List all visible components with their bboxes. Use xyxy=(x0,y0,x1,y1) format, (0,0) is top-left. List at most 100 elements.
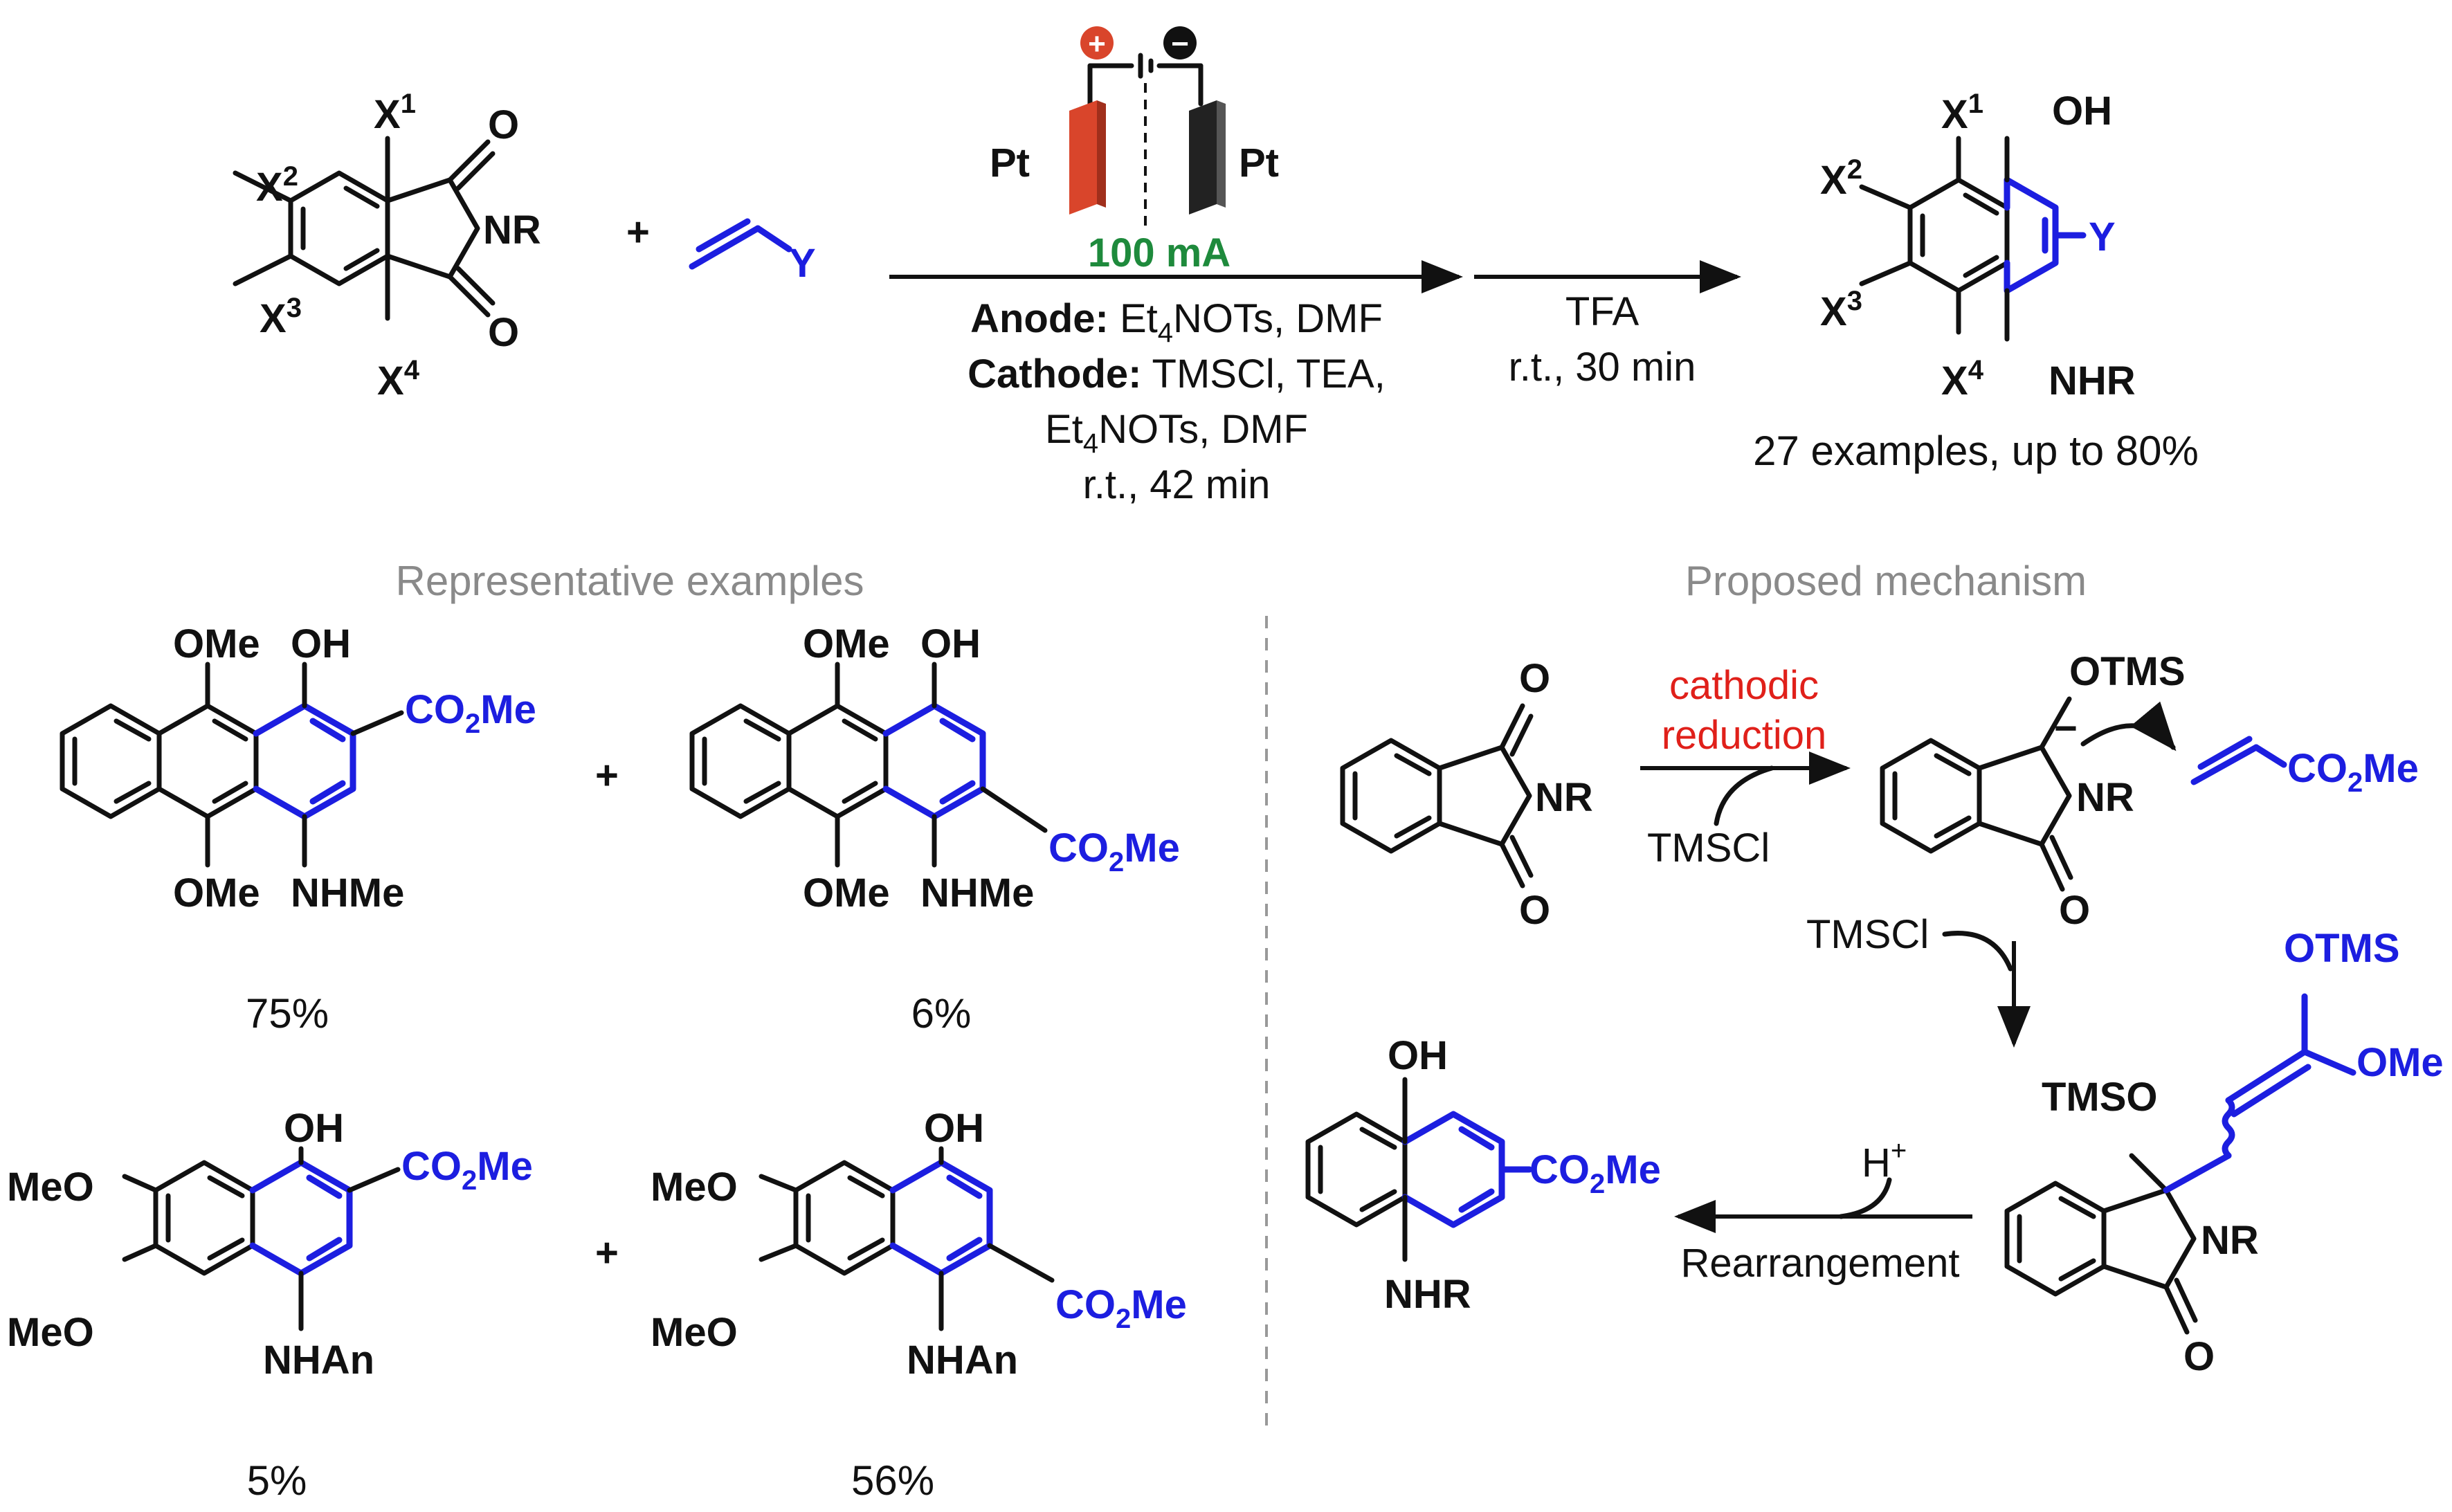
ex3-ester: CO2Me xyxy=(401,1144,533,1196)
ex1-ester: CO2Me xyxy=(405,687,536,739)
ex1-oh: OH xyxy=(291,621,351,666)
product-y-label: Y xyxy=(2089,215,2116,259)
mechanism-adduct: TMSO NR O OTMS OMe xyxy=(2004,926,2444,1379)
carbonyl-o-bottom: O xyxy=(488,310,519,355)
product-x3-label: X3 xyxy=(1820,286,1862,334)
mechanism-acrylate: CO2Me xyxy=(2190,736,2419,798)
mech-step1-reagent: TMSCl xyxy=(1647,826,1770,871)
product-summary: 27 examples, up to 80% xyxy=(1753,428,2199,474)
product-naphthol: X1 X2 X3 X4 OH NHR Y 27 examples, up to … xyxy=(1753,89,2199,474)
ex2-oh: OH xyxy=(920,621,981,666)
svg-text:TFA: TFA xyxy=(1565,289,1640,334)
ex1-nhme: NHMe xyxy=(291,871,404,916)
svg-text:Cathode: TMSCl, TEA,: Cathode: TMSCl, TEA, xyxy=(968,352,1386,397)
example-1: OMe OH CO2Me OMe NHMe 75% xyxy=(60,621,536,1037)
ex1-yield: 75% xyxy=(246,990,329,1037)
anode-metal-label: Pt xyxy=(990,140,1030,185)
ex3-oh: OH xyxy=(284,1106,344,1151)
ex4-nhan: NHAn xyxy=(907,1338,1018,1383)
mech-adduct-tmso: TMSO xyxy=(2042,1075,2158,1120)
cathode-metal-label: Pt xyxy=(1239,140,1279,185)
step1-conditions: Anode: Et4NOTs, DMF Cathode: TMSCl, TEA,… xyxy=(968,296,1386,507)
x1-label: X1 xyxy=(374,89,416,137)
mech-radical-nr: NR xyxy=(2076,775,2134,820)
mech-radical-o: O xyxy=(2059,888,2090,933)
alkene-y-label: Y xyxy=(789,241,816,286)
mech-step2-reagent: TMSCl xyxy=(1806,912,1929,957)
mech-start-o-bottom: O xyxy=(1519,888,1550,933)
svg-text:r.t., 30 min: r.t., 30 min xyxy=(1509,345,1696,390)
anode-electrode xyxy=(1069,100,1097,215)
svg-text:Et4NOTs, DMF: Et4NOTs, DMF xyxy=(1045,407,1308,459)
svg-text:Anode: Et4NOTs, DMF: Anode: Et4NOTs, DMF xyxy=(970,296,1383,348)
mech-start-nr: NR xyxy=(1535,775,1593,820)
mechanism-final-product: OH CO2Me NHR xyxy=(1305,1033,1661,1317)
mech-adduct-o: O xyxy=(2183,1334,2215,1379)
ex4-ester: CO2Me xyxy=(1055,1282,1187,1334)
product-x2-label: X2 xyxy=(1820,154,1862,203)
svg-text:r.t., 42 min: r.t., 42 min xyxy=(1083,462,1271,507)
mech-adduct-otms: OTMS xyxy=(2284,926,2400,971)
mech-start-o-top: O xyxy=(1519,656,1550,701)
mech-final-ester: CO2Me xyxy=(1529,1147,1661,1199)
ex2-nhme: NHMe xyxy=(920,871,1034,916)
anode-plus-icon xyxy=(1080,26,1114,60)
step2-conditions: TFA r.t., 30 min xyxy=(1509,289,1696,390)
example-4: MeO MeO OH CO2Me NHAn 56% xyxy=(651,1106,1187,1504)
cathode-electrode xyxy=(1189,100,1217,215)
mech-step3-reagent: H+ xyxy=(1862,1136,1907,1185)
cathode-minus-sign: − xyxy=(1171,27,1189,61)
alkene-reagent: Y xyxy=(689,218,816,286)
examples-title: Representative examples xyxy=(395,558,864,604)
ex3-yield: 5% xyxy=(247,1457,307,1504)
cathode-minus-icon xyxy=(1163,26,1197,60)
mech-step3-label: Rearrangement xyxy=(1681,1241,1960,1286)
mech-radical-otms: OTMS xyxy=(2069,649,2186,694)
mechanism-title: Proposed mechanism xyxy=(1685,558,2087,604)
ex2-yield: 6% xyxy=(911,990,972,1037)
anode-plus-sign: + xyxy=(1088,27,1106,61)
examples-plus-1: + xyxy=(595,753,619,798)
product-x1-label: X1 xyxy=(1941,89,1983,137)
x4-label: X4 xyxy=(377,355,420,403)
x3-label: X3 xyxy=(260,293,302,341)
ex3-meo-top: MeO xyxy=(7,1165,94,1210)
ex2-ome-bottom: OMe xyxy=(803,871,890,916)
ex1-ome-top: OMe xyxy=(173,621,260,666)
examples-plus-2: + xyxy=(595,1230,619,1275)
product-nhr-label: NHR xyxy=(2049,358,2136,403)
mech-adduct-ome: OMe xyxy=(2356,1040,2444,1085)
ex4-meo-bottom: MeO xyxy=(651,1310,738,1355)
mech-adduct-nr: NR xyxy=(2201,1218,2259,1263)
mech-curved-arrow-tmscl xyxy=(1714,765,1774,826)
nr-label: NR xyxy=(483,208,541,253)
mech-step1-line1: cathodic xyxy=(1669,663,1819,708)
current-label: 100 mA xyxy=(1088,230,1230,275)
product-x4-label: X4 xyxy=(1941,355,1984,403)
mech-step1-line2: reduction xyxy=(1662,713,1827,758)
x2-label: X2 xyxy=(256,161,298,210)
mech-curved-arrow-2 xyxy=(1942,931,2013,972)
ex3-meo-bottom: MeO xyxy=(7,1310,94,1355)
carbonyl-o-top: O xyxy=(488,102,519,147)
mechanism-start-phthalimide: O O NR xyxy=(1340,656,1593,933)
ex4-meo-top: MeO xyxy=(651,1165,738,1210)
example-2: OMe OH CO2Me OMe NHMe 6% xyxy=(689,621,1180,1037)
mechanism-radical-anion: OTMS − NR O xyxy=(1880,649,2186,933)
electrochemical-cell: + − Pt Pt 100 mA xyxy=(990,26,1279,275)
product-oh-label: OH xyxy=(2052,89,2112,134)
example-3: MeO MeO OH CO2Me NHAn 5% xyxy=(7,1106,533,1504)
mech-radical-charge: − xyxy=(2054,706,2078,751)
ex3-nhan: NHAn xyxy=(263,1338,374,1383)
ex4-yield: 56% xyxy=(851,1457,934,1504)
reactant-phthalimide: X1 X2 X3 X4 O O NR xyxy=(233,89,541,403)
ex1-ome-bottom: OMe xyxy=(173,871,260,916)
mech-acrylate-ester: CO2Me xyxy=(2287,746,2419,798)
mech-final-nhr: NHR xyxy=(1384,1272,1471,1317)
ex4-oh: OH xyxy=(924,1106,984,1151)
ex2-ester: CO2Me xyxy=(1048,826,1180,877)
mech-final-oh: OH xyxy=(1388,1033,1448,1078)
ex2-ome-top: OMe xyxy=(803,621,890,666)
mech-curved-arrow-3 xyxy=(1838,1177,1892,1219)
